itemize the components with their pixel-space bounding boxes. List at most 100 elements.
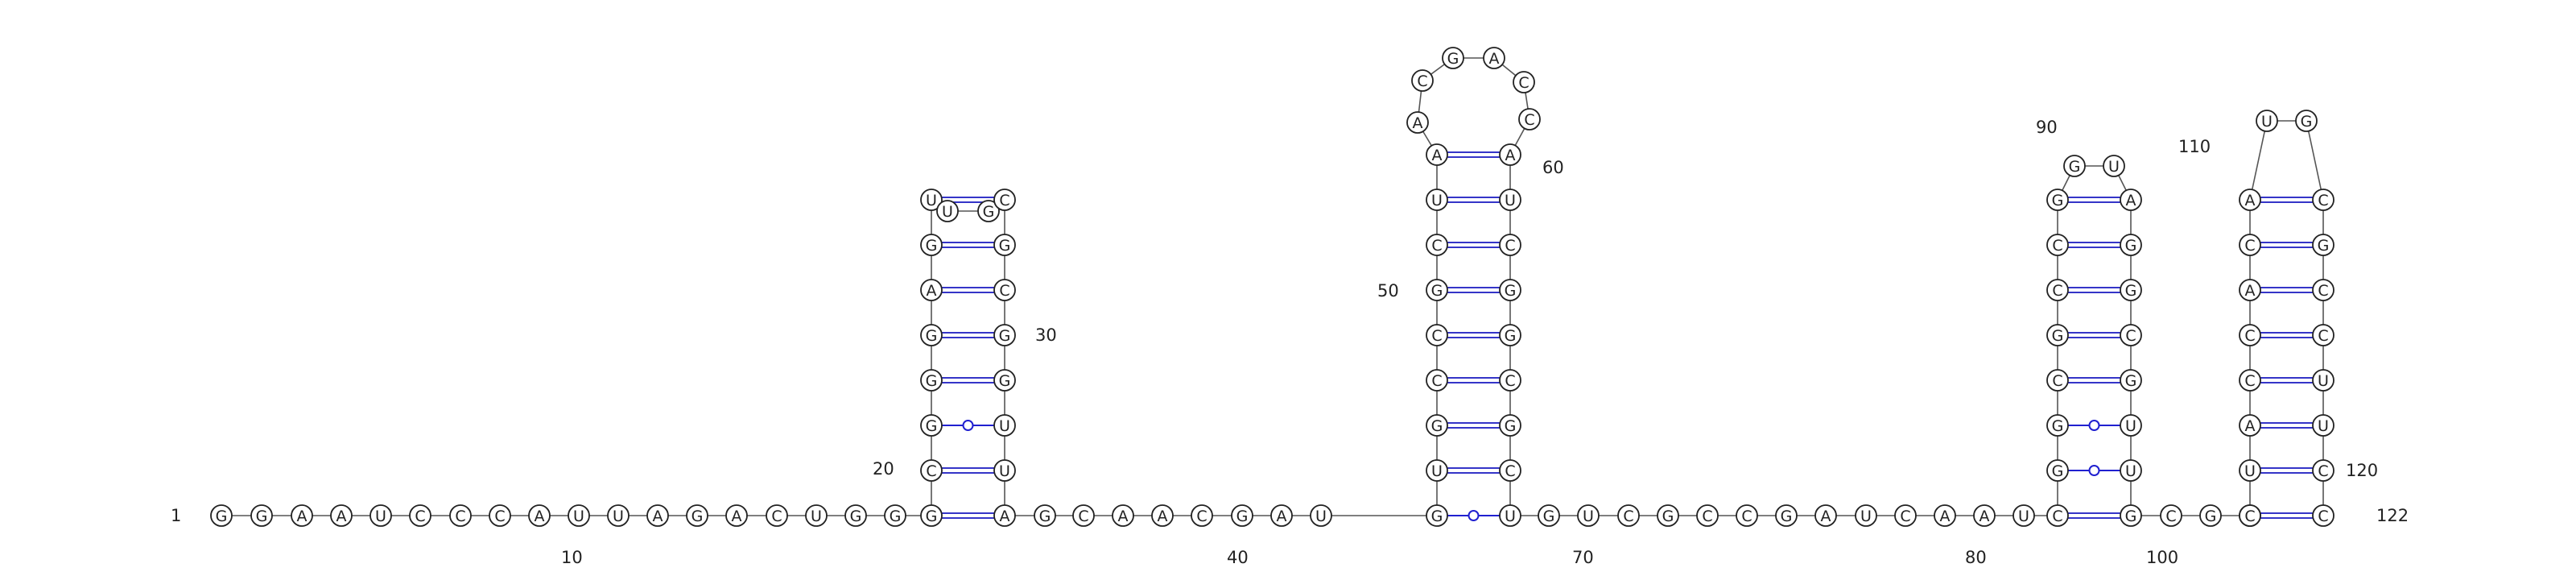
nucleotide-circle <box>1499 414 1521 437</box>
nucleotide-36: A <box>993 504 1016 527</box>
nucleotide-39: A <box>1112 504 1134 527</box>
nucleotide-circle <box>2120 504 2142 527</box>
nucleotide-letter: G <box>926 372 938 390</box>
nucleotide-circle <box>2120 234 2142 256</box>
nucleotide-letter: U <box>2125 417 2136 435</box>
nucleotide-circle <box>2046 279 2069 301</box>
nucleotide-circle <box>2046 369 2069 392</box>
nucleotide-circle <box>1310 504 1332 527</box>
nucleotide-letter: G <box>1505 417 1517 435</box>
nucleotide-letter: G <box>2125 282 2137 300</box>
nucleotide-100: C <box>2160 504 2182 527</box>
nucleotide-letter: G <box>926 237 938 255</box>
nucleotide-119: C <box>2312 459 2334 482</box>
nucleotide-letter: A <box>535 508 545 525</box>
nucleotide-circle <box>920 324 943 346</box>
nucleotide-circle <box>2103 155 2125 177</box>
nucleotide-letter: A <box>1940 508 1951 525</box>
nucleotide-letter: G <box>256 508 268 525</box>
nucleotide-116: C <box>2312 324 2334 346</box>
number-label-122: 122 <box>2376 506 2409 525</box>
nucleotide-letter: A <box>1158 508 1168 525</box>
nucleotide-circle <box>2239 369 2261 392</box>
nucleotide-letter: G <box>1236 508 1249 525</box>
nucleotide-circle <box>936 200 959 222</box>
nucleotide-letter: U <box>926 192 937 209</box>
nucleotide-51: C <box>1426 234 1448 256</box>
nucleotide-letter: G <box>1447 50 1459 68</box>
base-pair-layer <box>942 151 2313 521</box>
nucleotide-circle <box>291 504 313 527</box>
nucleotide-circle <box>2046 504 2069 527</box>
nucleotide-circle <box>920 279 943 301</box>
nucleotide-44: U <box>1310 504 1332 527</box>
nucleotide-circle <box>1855 504 1877 527</box>
nucleotide-letter: C <box>494 508 505 525</box>
nucleotide-103: C <box>2239 504 2261 527</box>
nucleotide-circle <box>1499 189 1521 211</box>
nucleotide-69: G <box>1538 504 1560 527</box>
nucleotide-letter: C <box>1417 73 1427 90</box>
nucleotide-79: A <box>1934 504 1956 527</box>
nucleotide-109: C <box>2239 234 2261 256</box>
nucleotide-98: U <box>2120 459 2142 482</box>
nucleotide-circle <box>2312 234 2334 256</box>
nucleotide-circle <box>2063 155 2086 177</box>
nucleotide-58: C <box>1513 71 1535 93</box>
number-label-90: 90 <box>2036 118 2058 137</box>
nucleotide-letter: G <box>2125 237 2137 255</box>
number-label-100: 100 <box>2146 548 2178 567</box>
nucleotide-circle <box>646 504 669 527</box>
nucleotide-113: C <box>2312 189 2334 211</box>
nucleotide-108: A <box>2239 279 2261 301</box>
number-label-120: 120 <box>2346 461 2378 480</box>
nucleotide-circle <box>2312 324 2334 346</box>
nucleotide-18: G <box>884 504 906 527</box>
nucleotide-circle <box>1426 459 1448 482</box>
nucleotide-circle <box>1231 504 1253 527</box>
nucleotide-circle <box>1577 504 1600 527</box>
nucleotide-circle <box>2312 459 2334 482</box>
nucleotide-letter: C <box>2125 327 2136 345</box>
nucleotide-11: U <box>607 504 630 527</box>
nucleotide-25: G <box>920 234 943 256</box>
nucleotide-circle <box>2120 324 2142 346</box>
nucleotide-106: C <box>2239 369 2261 392</box>
nucleotide-letter: G <box>890 508 902 525</box>
nucleotide-letter: A <box>1413 114 1423 132</box>
nucleotide-letter: A <box>1277 508 1287 525</box>
nucleotide-letter: U <box>613 508 624 525</box>
nucleotide-circle <box>2256 110 2278 132</box>
nucleotide-7: C <box>449 504 472 527</box>
nucleotide-circle <box>977 200 1000 222</box>
nucleotide-37: G <box>1034 504 1056 527</box>
nucleotide-letter: G <box>2069 158 2081 176</box>
nucleotide-circle <box>725 504 748 527</box>
number-label-40: 40 <box>1227 548 1249 567</box>
nucleotide-75: G <box>1775 504 1798 527</box>
nucleotide-letter: G <box>1781 508 1793 525</box>
nucleotide-16: U <box>805 504 828 527</box>
nucleotide-circle <box>766 504 788 527</box>
nucleotide-54: A <box>1406 111 1429 134</box>
nucleotide-letter: U <box>2318 417 2329 435</box>
number-label-80: 80 <box>1965 548 1987 567</box>
nucleotide-letter: U <box>1505 192 1516 209</box>
nucleotide-115: C <box>2312 279 2334 301</box>
nucleotide-circle <box>2046 459 2069 482</box>
nucleotide-47: G <box>1426 414 1448 437</box>
nucleotide-circle <box>2239 414 2261 437</box>
nucleotide-46: U <box>1426 459 1448 482</box>
nucleotide-letter: G <box>1039 508 1051 525</box>
number-label-20: 20 <box>873 459 894 479</box>
nucleotide-circle <box>920 189 943 211</box>
nucleotide-letter: G <box>926 327 938 345</box>
nucleotide-letter: G <box>926 508 938 525</box>
nucleotide-19: G <box>920 504 943 527</box>
nucleotide-letter: C <box>2318 327 2328 345</box>
nucleotide-letter: C <box>999 192 1009 209</box>
nucleotide-letter: C <box>415 508 425 525</box>
nucleotide-83: G <box>2046 459 2069 482</box>
nucleotide-80: A <box>1973 504 1996 527</box>
nucleotide-circle <box>993 279 1016 301</box>
